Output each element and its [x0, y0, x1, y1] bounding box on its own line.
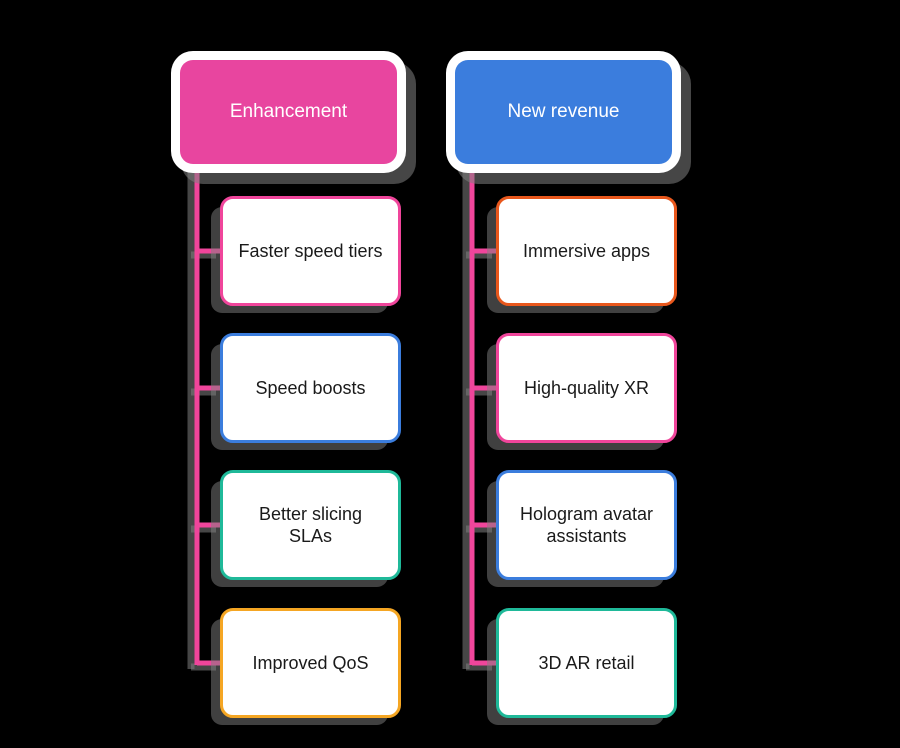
leaf-node-label: Hologram avatar assistants	[519, 503, 654, 547]
root-node-label: New revenue	[507, 101, 620, 123]
leaf-node[interactable]: Improved QoS	[220, 608, 401, 718]
leaf-node[interactable]: 3D AR retail	[496, 608, 677, 718]
leaf-node[interactable]: Speed boosts	[220, 333, 401, 443]
leaf-node-label: Speed boosts	[255, 377, 366, 398]
leaf-node[interactable]: Hologram avatar assistants	[496, 470, 677, 580]
leaf-node-label: 3D AR retail	[538, 652, 635, 673]
leaf-node[interactable]: Immersive apps	[496, 196, 677, 306]
leaf-node-label: Improved QoS	[252, 652, 369, 673]
leaf-node[interactable]: Better slicing SLAs	[220, 470, 401, 580]
leaf-node-label: Better slicing SLAs	[258, 503, 363, 547]
root-node-new-revenue[interactable]: New revenue	[455, 60, 672, 164]
leaf-node-label: Faster speed tiers	[238, 240, 383, 261]
leaf-node[interactable]: Faster speed tiers	[220, 196, 401, 306]
root-node-enhancement[interactable]: Enhancement	[180, 60, 397, 164]
leaf-node[interactable]: High-quality XR	[496, 333, 677, 443]
leaf-node-label: High-quality XR	[523, 377, 650, 398]
root-node-label: Enhancement	[229, 101, 348, 123]
leaf-node-label: Immersive apps	[522, 240, 651, 261]
